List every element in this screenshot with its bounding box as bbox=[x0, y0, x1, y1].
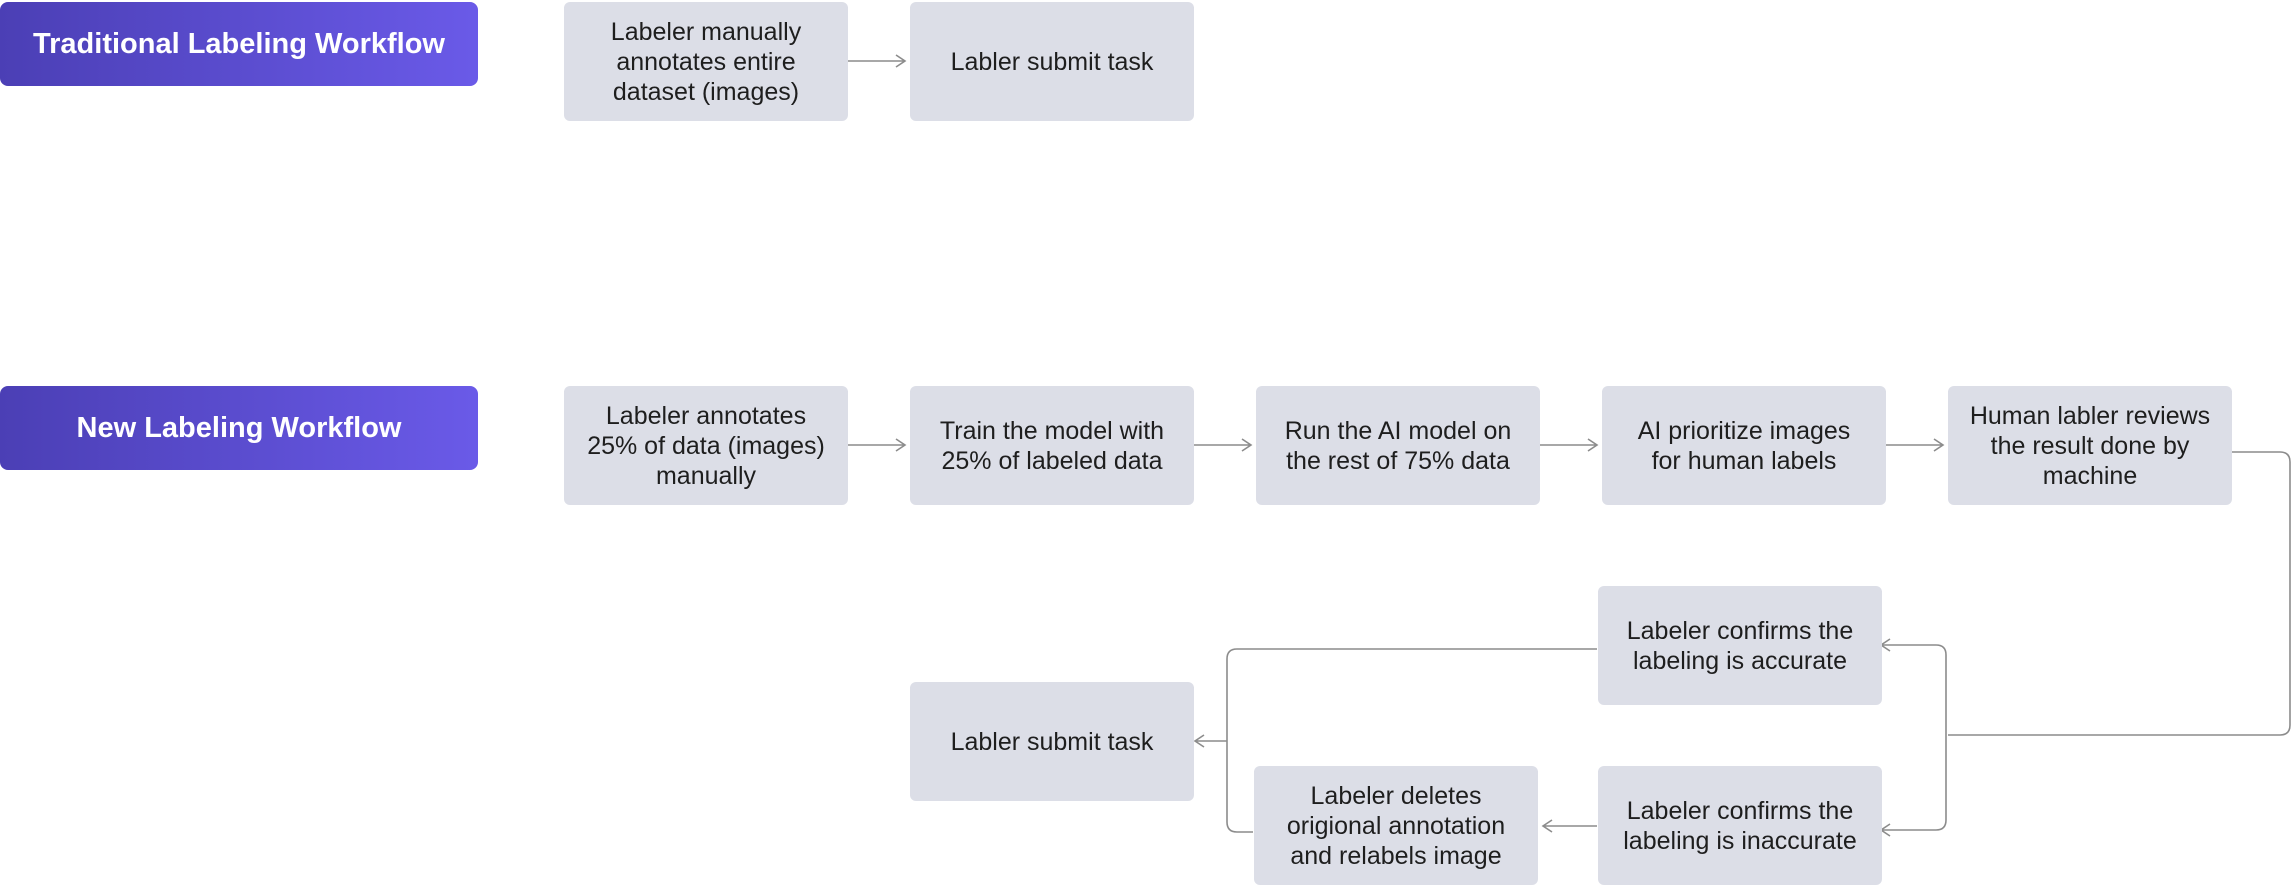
new-step-submit-task: Labler submit task bbox=[910, 682, 1194, 801]
arrow-new-4-to-5 bbox=[1885, 438, 1945, 452]
new-step-train-model-label: Train the model with 25% of labeled data bbox=[939, 416, 1165, 475]
trad-step-manual-annotation-label: Labeler manually annotates entire datase… bbox=[610, 17, 802, 106]
arrow-new-1-to-2 bbox=[847, 438, 907, 452]
new-step-confirm-accurate-label: Labeler confirms the labeling is accurat… bbox=[1626, 616, 1854, 675]
new-step-run-ai-model-label: Run the AI model on the rest of 75% data bbox=[1284, 416, 1512, 475]
new-step-relabel-label: Labeler deletes origional annotation and… bbox=[1286, 781, 1506, 870]
new-workflow-header: New Labeling Workflow bbox=[0, 386, 478, 470]
arrow-to-final-submit bbox=[1193, 734, 1227, 748]
new-step-submit-task-label: Labler submit task bbox=[950, 727, 1154, 756]
traditional-workflow-title: Traditional Labeling Workflow bbox=[33, 27, 445, 60]
trad-step-submit-task-label: Labler submit task bbox=[950, 47, 1154, 76]
new-step-run-ai-model: Run the AI model on the rest of 75% data bbox=[1256, 386, 1540, 505]
new-step-ai-prioritize-label: AI prioritize images for human labels bbox=[1637, 416, 1851, 475]
arrow-new-2-to-3 bbox=[1193, 438, 1253, 452]
new-step-annotate-25: Labeler annotates 25% of data (images) m… bbox=[564, 386, 848, 505]
trad-step-submit-task: Labler submit task bbox=[910, 2, 1194, 121]
new-step-ai-prioritize: AI prioritize images for human labels bbox=[1602, 386, 1886, 505]
arrow-trad-1-to-2 bbox=[847, 54, 907, 68]
arrow-new-3-to-4 bbox=[1539, 438, 1599, 452]
new-step-human-review: Human labler reviews the result done by … bbox=[1948, 386, 2232, 505]
traditional-workflow-header: Traditional Labeling Workflow bbox=[0, 2, 478, 86]
new-step-relabel: Labeler deletes origional annotation and… bbox=[1254, 766, 1538, 885]
new-step-annotate-25-label: Labeler annotates 25% of data (images) m… bbox=[587, 401, 825, 490]
new-workflow-title: New Labeling Workflow bbox=[76, 411, 402, 444]
new-step-confirm-inaccurate: Labeler confirms the labeling is inaccur… bbox=[1598, 766, 1882, 885]
arrow-branch-to-accurate bbox=[1879, 638, 1947, 735]
new-step-human-review-label: Human labler reviews the result done by … bbox=[1969, 401, 2211, 490]
trad-step-manual-annotation: Labeler manually annotates entire datase… bbox=[564, 2, 848, 121]
new-step-confirm-accurate: Labeler confirms the labeling is accurat… bbox=[1598, 586, 1882, 705]
arrow-inaccurate-to-relabel bbox=[1541, 819, 1597, 833]
arrow-branch-to-inaccurate bbox=[1879, 735, 1947, 837]
new-step-confirm-inaccurate-label: Labeler confirms the labeling is inaccur… bbox=[1623, 796, 1857, 855]
new-step-train-model: Train the model with 25% of labeled data bbox=[910, 386, 1194, 505]
